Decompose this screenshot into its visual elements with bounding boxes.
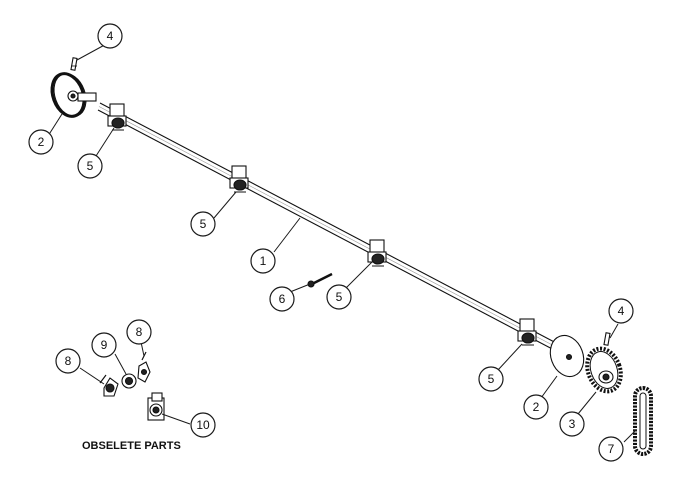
chain [633,386,653,456]
obsolete-bracket-8-right [137,351,151,383]
balloon-6: 6 [269,286,295,312]
balloon-4-top: 4 [97,23,123,49]
svg-text:5: 5 [488,372,495,386]
left-set-screw [70,57,78,71]
obsolete-bushing-9 [121,373,137,389]
leader-lines [47,41,637,443]
balloon-7: 7 [598,436,624,462]
bearing-4 [517,318,537,346]
balloon-5-first: 5 [77,153,103,179]
svg-text:7: 7 [608,442,615,456]
svg-text:5: 5 [87,159,94,173]
svg-text:5: 5 [200,217,207,231]
balloon-5-fourth: 5 [478,366,504,392]
right-set-screw [603,332,611,346]
svg-text:4: 4 [107,29,114,43]
balloon-1: 1 [250,248,276,274]
balloon-8-right: 8 [126,319,152,345]
balloon-8-left: 8 [55,348,81,374]
svg-text:1: 1 [260,254,267,268]
balloon-5-second: 5 [190,211,216,237]
balloon-3: 3 [559,411,585,437]
svg-text:4: 4 [618,304,625,318]
balloon-4-right: 4 [608,298,634,324]
svg-text:6: 6 [279,292,286,306]
left-plate [50,72,97,118]
bearing-3 [367,239,387,267]
balloon-2-right: 2 [523,394,549,420]
right-plate [549,334,585,378]
svg-text:2: 2 [533,400,540,414]
balloon-5-third: 5 [326,284,352,310]
right-sprocket [585,346,623,394]
bolt [307,272,333,288]
shaft [97,102,561,353]
svg-text:8: 8 [65,354,72,368]
balloon-9: 9 [91,332,117,358]
svg-text:9: 9 [101,338,108,352]
svg-text:5: 5 [336,290,343,304]
svg-text:2: 2 [38,135,45,149]
obsolete-parts-label: OBSELETE PARTS [82,440,181,452]
svg-text:10: 10 [196,418,210,432]
obsolete-flange-bearing-10 [147,392,165,421]
bearing-1 [107,103,127,131]
bearing-2 [229,165,249,193]
balloon-2-left: 2 [28,129,54,155]
obsolete-bracket-8-left [99,374,119,397]
svg-text:3: 3 [569,417,576,431]
balloon-10: 10 [190,412,216,438]
svg-text:8: 8 [136,325,143,339]
